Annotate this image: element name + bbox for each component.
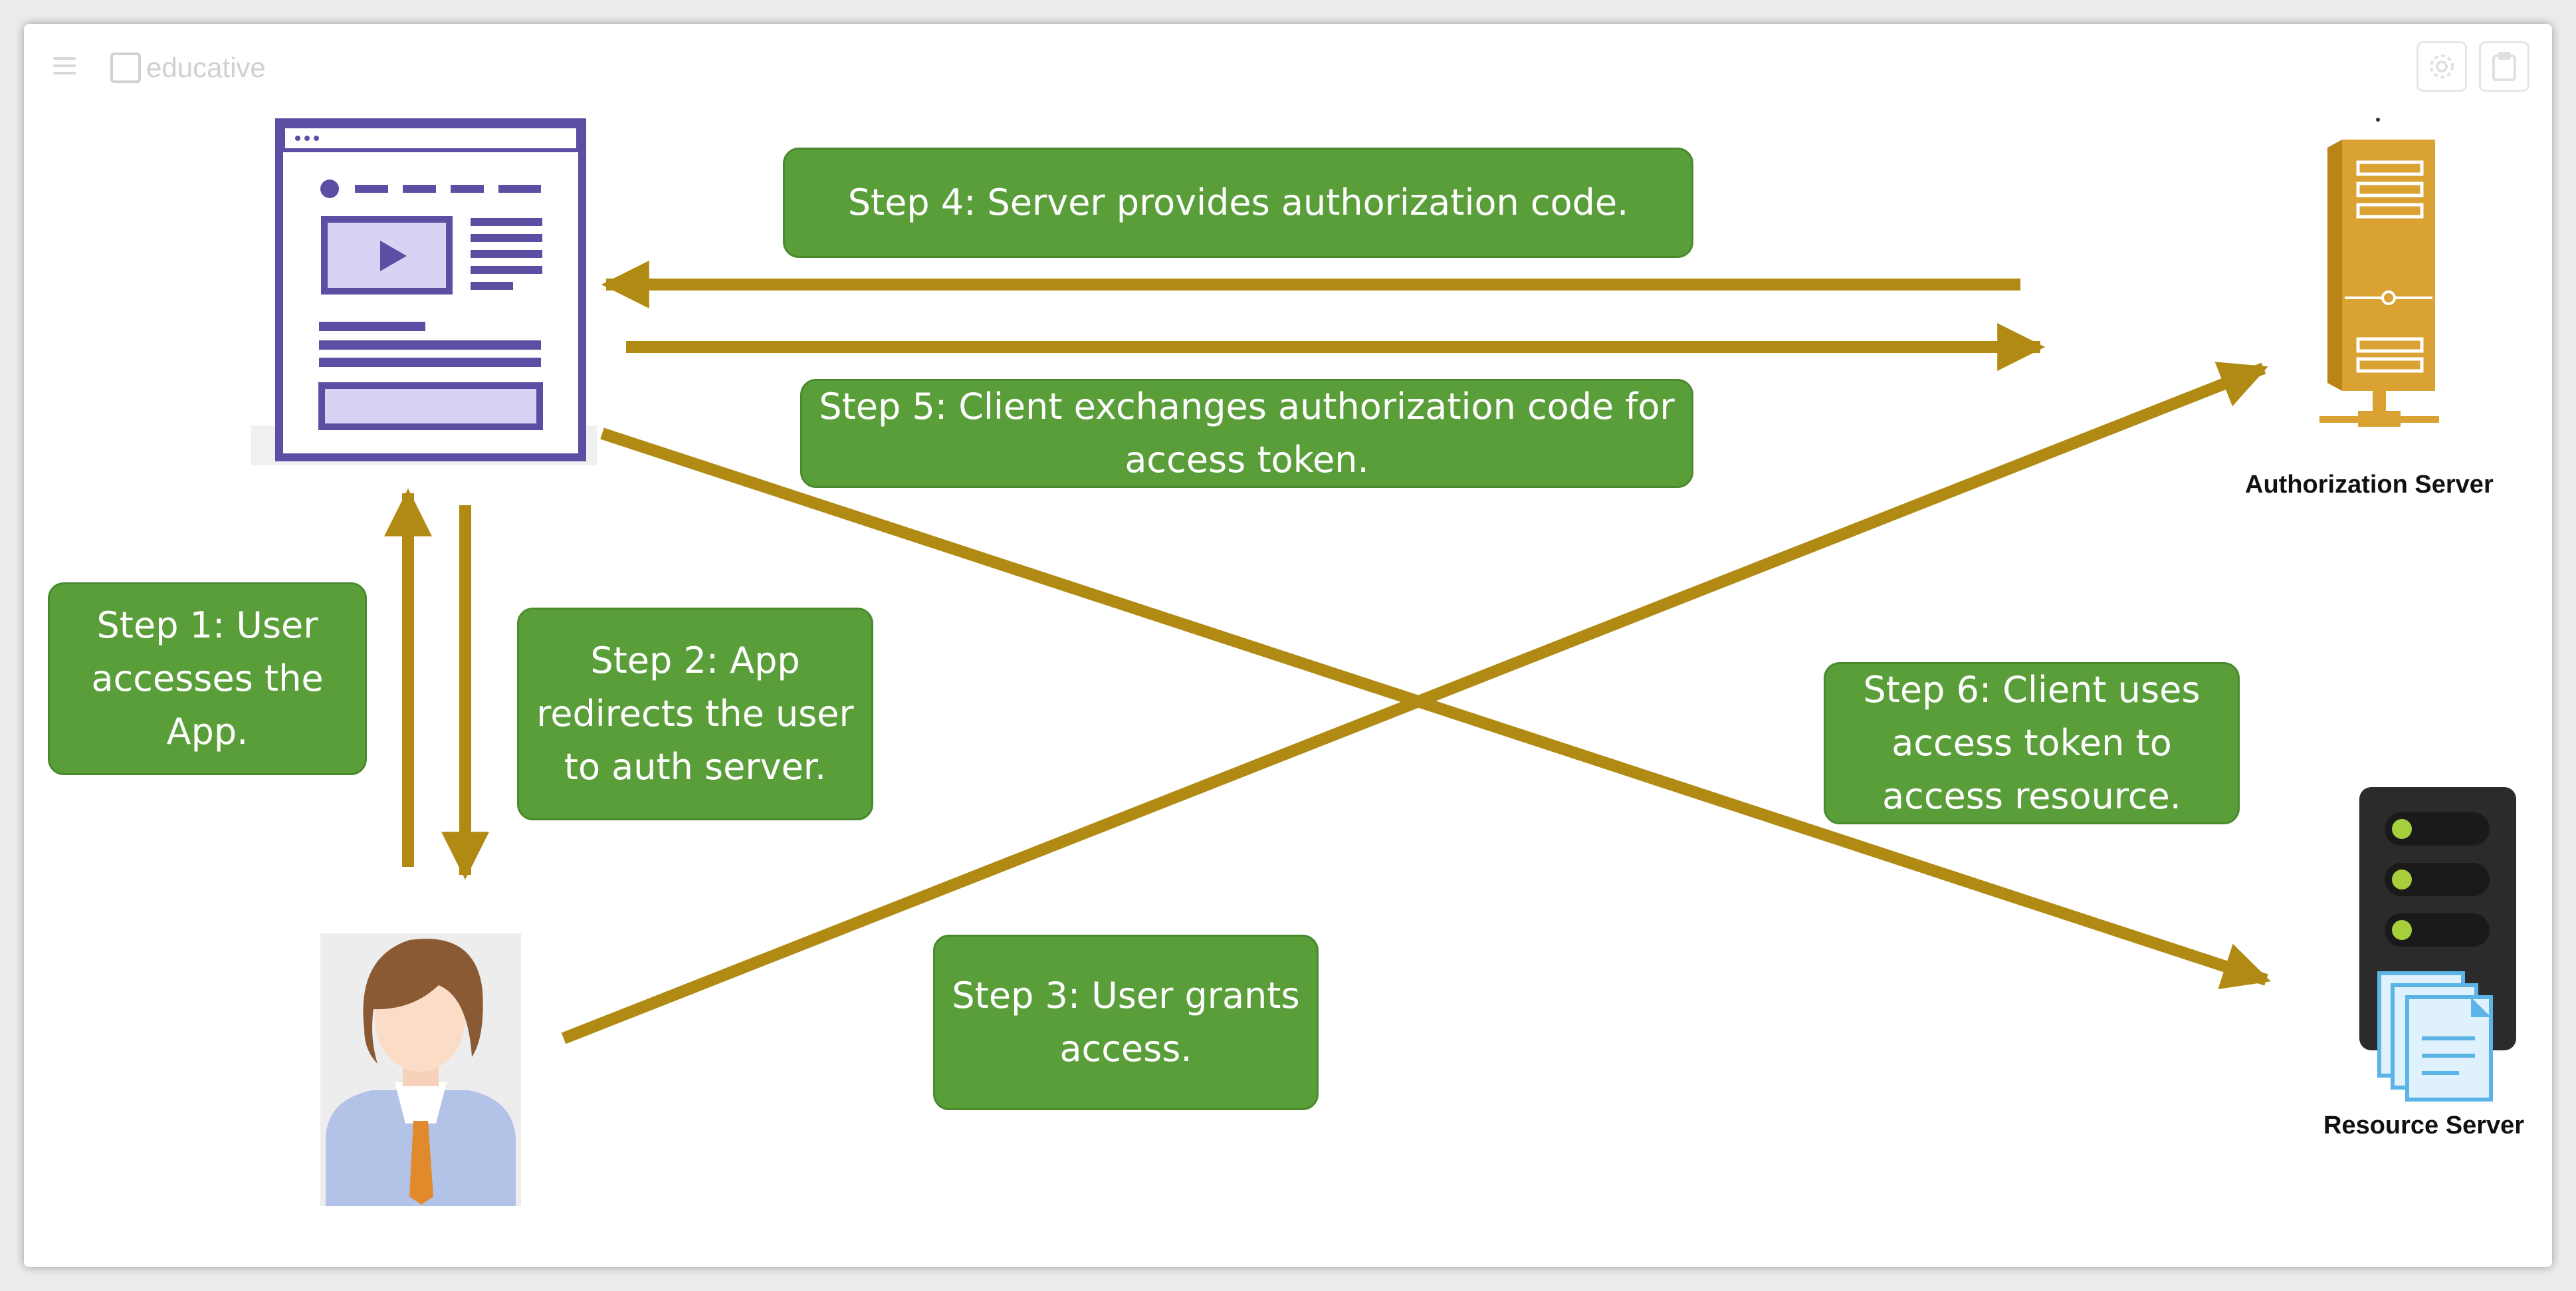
settings-button[interactable] [2416,41,2467,92]
step-2-box: Step 2: App redirects the user to auth s… [517,608,873,820]
brand-name: educative [146,52,266,83]
arrow-step6 [600,427,2271,989]
step-4-text: Step 4: Server provides authorization co… [847,181,1629,223]
step-4-box: Step 4: Server provides authorization co… [783,148,1693,258]
step-1-text: Step 1: User accesses the App. [91,604,324,753]
clipboard-icon [2492,52,2516,81]
gear-icon [2430,55,2454,78]
step-2-text: Step 2: App redirects the user to auth s… [536,640,854,788]
clipboard-button[interactable] [2479,41,2529,92]
resource-server-label: Resource Server [2323,1112,2525,1139]
step-5-text: Step 5: Client exchanges authorization c… [819,386,1675,481]
step-5-box: Step 5: Client exchanges authorization c… [800,379,1693,488]
brand-logo: educative [110,48,266,88]
step-6-box: Step 6: Client uses access token to acce… [1824,662,2240,824]
menu-icon[interactable] [53,57,76,77]
authorization-server-label: Authorization Server [2245,471,2494,499]
document-icon [2377,971,2493,1102]
step-3-box: Step 3: User grants access. [933,935,1319,1110]
educative-logo-icon [110,53,141,83]
step-6-text: Step 6: Client uses access token to acce… [1863,669,2200,817]
step-1-box: Step 1: User accesses the App. [48,582,367,775]
step-3-text: Step 3: User grants access. [952,975,1300,1070]
